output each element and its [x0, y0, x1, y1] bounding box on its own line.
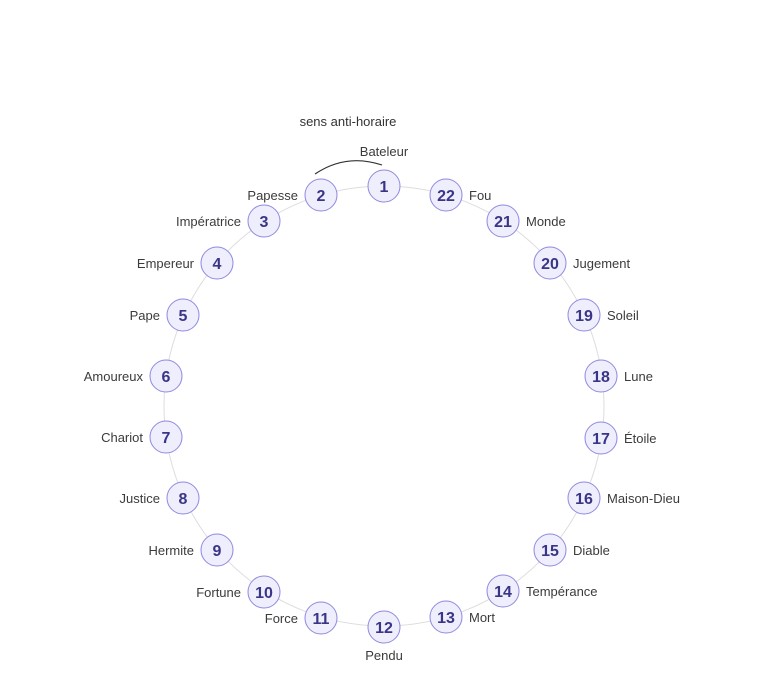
arcana-node: 2 Papesse — [247, 178, 338, 212]
node-circle — [166, 481, 200, 515]
node-label: Justice — [120, 491, 160, 506]
node-circle — [200, 246, 234, 280]
arcana-node: 13 Mort — [429, 600, 495, 634]
node-number: 17 — [592, 431, 610, 448]
arcana-node: 20 Jugement — [533, 246, 630, 280]
node-circle — [149, 359, 183, 393]
node-number: 14 — [494, 584, 512, 601]
node-number: 16 — [575, 491, 593, 508]
node-label: Monde — [526, 214, 566, 229]
node-number: 6 — [162, 369, 171, 386]
arcana-node: 15 Diable — [533, 533, 610, 567]
arcana-node: 5 Pape — [130, 298, 200, 332]
node-label: Empereur — [137, 256, 195, 271]
node-number: 2 — [317, 188, 326, 205]
node-circle — [247, 575, 281, 609]
arcana-node: 22 Fou — [429, 178, 491, 212]
arcana-node: 9 Hermite — [148, 533, 234, 567]
node-circle — [367, 169, 401, 203]
node-label: Hermite — [148, 543, 194, 558]
node-label: Jugement — [573, 256, 630, 271]
arcana-node: 1 Bateleur — [360, 144, 409, 203]
node-number: 7 — [162, 430, 171, 447]
node-number: 12 — [375, 620, 393, 637]
node-label: Mort — [469, 610, 495, 625]
direction-arc — [314, 160, 383, 175]
diagram-caption: sens anti-horaire — [300, 114, 397, 129]
node-number: 9 — [213, 543, 222, 560]
node-circle — [584, 421, 618, 455]
node-number: 8 — [179, 491, 188, 508]
node-label: Tempérance — [526, 584, 598, 599]
node-label: Diable — [573, 543, 610, 558]
node-number: 22 — [437, 188, 455, 205]
arcana-node: 16 Maison-Dieu — [567, 481, 680, 515]
node-label: Papesse — [247, 188, 298, 203]
node-circle — [367, 610, 401, 644]
arcana-node: 11 Force — [265, 601, 338, 635]
node-circle — [584, 359, 618, 393]
node-number: 13 — [437, 610, 455, 627]
arcana-node: 7 Chariot — [101, 420, 183, 454]
node-label: Force — [265, 611, 298, 626]
node-circle — [149, 420, 183, 454]
node-label: Fou — [469, 188, 491, 203]
node-label: Bateleur — [360, 144, 409, 159]
node-label: Pape — [130, 308, 160, 323]
arcana-node: 19 Soleil — [567, 298, 639, 332]
node-label: Impératrice — [176, 214, 241, 229]
node-label: Amoureux — [84, 369, 144, 384]
arcana-node: 21 Monde — [486, 204, 566, 238]
node-circle — [486, 574, 520, 608]
node-number: 21 — [494, 214, 512, 231]
arcana-node: 6 Amoureux — [84, 359, 183, 393]
arcana-node: 4 Empereur — [137, 246, 234, 280]
node-label: Fortune — [196, 585, 241, 600]
node-circle — [533, 533, 567, 567]
node-label: Maison-Dieu — [607, 491, 680, 506]
node-number: 20 — [541, 256, 559, 273]
node-number: 3 — [260, 214, 269, 231]
node-label: Lune — [624, 369, 653, 384]
arcana-node: 17 Étoile — [584, 421, 657, 455]
arcana-node: 3 Impératrice — [176, 204, 281, 238]
node-label: Chariot — [101, 430, 143, 445]
node-label: Pendu — [365, 648, 403, 663]
arcana-node: 18 Lune — [584, 359, 653, 393]
node-circle — [304, 601, 338, 635]
node-number: 18 — [592, 369, 610, 386]
node-circle — [429, 178, 463, 212]
node-number: 15 — [541, 543, 559, 560]
node-number: 11 — [313, 611, 330, 628]
arcana-node: 8 Justice — [120, 481, 200, 515]
node-number: 19 — [575, 308, 593, 325]
arcana-node: 10 Fortune — [196, 575, 281, 609]
node-circle — [567, 298, 601, 332]
node-number: 10 — [255, 585, 273, 602]
node-label: Soleil — [607, 308, 639, 323]
node-circle — [166, 298, 200, 332]
node-circle — [533, 246, 567, 280]
node-circle — [486, 204, 520, 238]
node-circle — [429, 600, 463, 634]
node-label: Étoile — [624, 431, 657, 446]
node-circle — [567, 481, 601, 515]
node-circle — [247, 204, 281, 238]
node-number: 4 — [213, 256, 222, 273]
node-number: 5 — [179, 308, 188, 325]
node-circle — [304, 178, 338, 212]
node-circle — [200, 533, 234, 567]
arcana-node: 14 Tempérance — [486, 574, 598, 608]
node-number: 1 — [380, 179, 389, 196]
